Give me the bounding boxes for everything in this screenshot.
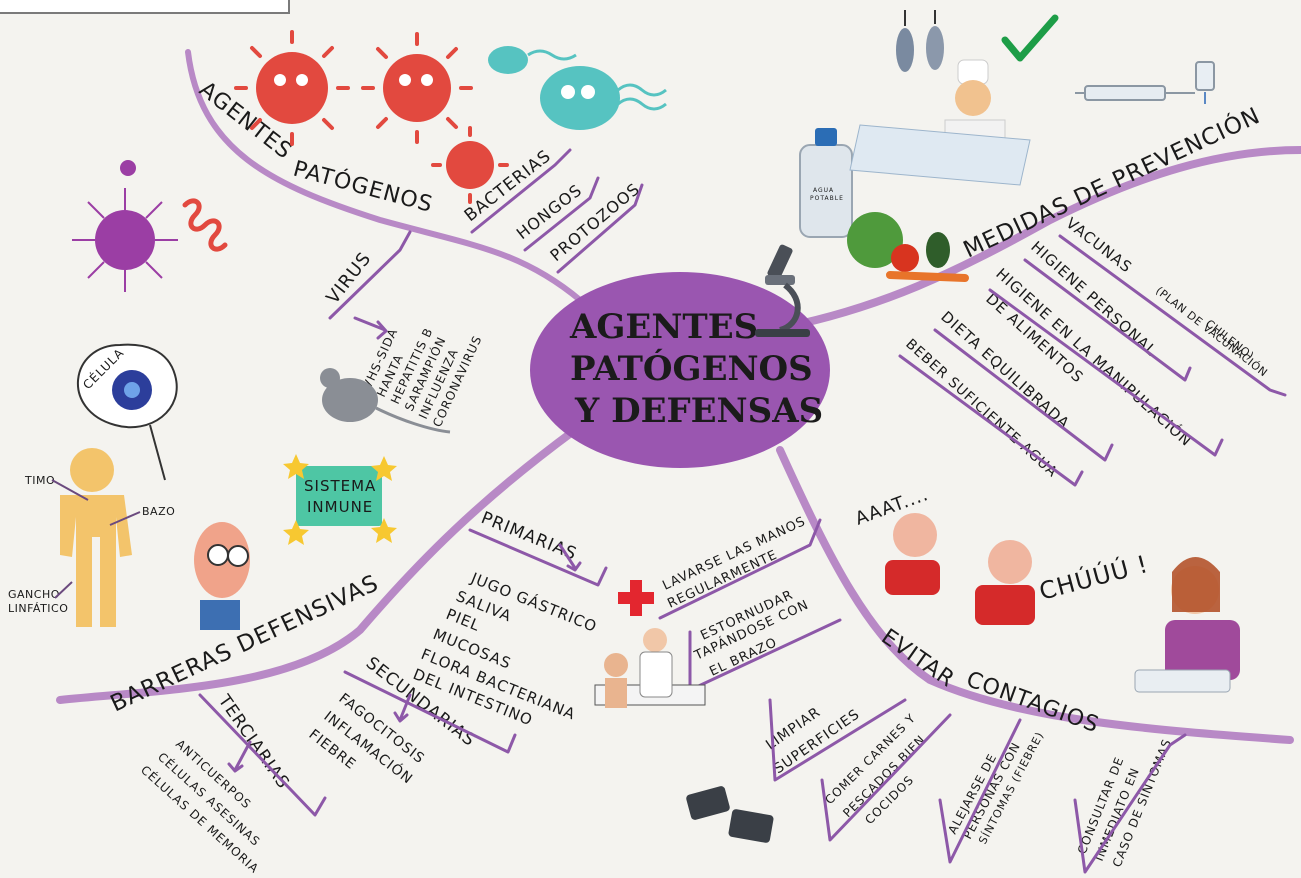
branch-barreras: [56, 426, 579, 704]
center-line-2: PATÓGENOS: [570, 348, 813, 389]
contagio-item-consultar: CONSULTAR DE INMEDIATO EN CASO DE SÍNTOM…: [1073, 733, 1187, 874]
sign-line-2: INMUNE: [307, 498, 373, 516]
hook-dieta: [933, 328, 1114, 462]
bazo-label: BAZO: [142, 505, 175, 518]
vegetables-icon: [847, 212, 969, 282]
sneezing-people: [885, 513, 1035, 625]
center-ellipse: [530, 272, 830, 468]
timo-label: TIMO: [24, 474, 55, 487]
checkmark-icon: [1001, 14, 1059, 62]
rat-icon: [320, 368, 451, 434]
body-icon: [60, 448, 132, 627]
corner-tab: [0, 0, 290, 14]
virus-icon: [72, 160, 228, 292]
hook-higiene: [1023, 258, 1192, 382]
arrow-secundarias: [393, 693, 412, 723]
hook-bacterias: [470, 148, 572, 234]
ganglio-label-2: LINFÁTICO: [8, 602, 68, 615]
branch-lines: [56, 49, 1301, 744]
contagios-title-part1: EVITAR: [877, 624, 960, 692]
branch-patogenos: [185, 49, 583, 303]
hook-protozoos: [556, 183, 644, 274]
syringe-icon: [1075, 85, 1195, 101]
center-line-1: AGENTES: [569, 307, 758, 347]
microscope-icon: [755, 244, 810, 337]
hook-hongos: [523, 176, 600, 252]
sneeze-chuuu: CHÚÚÚ !: [1036, 548, 1152, 606]
star-icon: [283, 454, 397, 545]
patogenos-title: PATÓGENOS: [290, 156, 435, 218]
sick-boy-figure: [194, 522, 250, 630]
washing-hands-person: [1134, 557, 1240, 693]
hook-primarias: [468, 528, 608, 587]
water-bottle-icon: AGUA POTABLE: [799, 128, 853, 238]
contagios-group: EVITAR CONTAGIOS LAVARSE LAS MANOS REGUL…: [594, 484, 1240, 874]
bottle-label-1: AGUA: [813, 187, 834, 194]
contagio-item-alejarse: ALEJARSE DE PERSONAS CON SÍNTOMAS (FIEBR…: [938, 718, 1047, 864]
branch-prevencion: [766, 146, 1301, 334]
contagio-item-estornudar: ESTORNUDAR TAPÁNDOSE CON EL BRAZO: [688, 588, 842, 692]
prev-vacunas-3: CHILENO): [1203, 317, 1256, 363]
hook-agua: [898, 354, 1084, 487]
arrow-primarias: [558, 543, 582, 572]
protozoa-icon: [488, 46, 667, 130]
first-aid-cross-icon: [618, 580, 654, 616]
center-line-3: Y DEFENSAS: [574, 391, 823, 431]
hook-manipulacion: [988, 288, 1224, 457]
hook-secundarias: [343, 670, 517, 754]
fish-icon: [896, 10, 944, 72]
cook-figure: [849, 59, 1031, 186]
sistema-inmune-sign: SISTEMA INMUNE: [283, 454, 397, 545]
center-node: AGENTES PATÓGENOS Y DEFENSAS: [530, 244, 830, 468]
vial-icon: [1195, 61, 1215, 104]
virus-examples: VHS-SIDA HANTA HEPATITIS B SARAMPIÓN INF…: [360, 325, 485, 429]
terciarias-item-3: CÉLULAS DE MEMORIA: [138, 762, 262, 876]
inmune-group: CÉLULA TIMO BAZO GANCHO LINFÁTICO SISTEM…: [8, 343, 397, 630]
ganglio-label-1: GANCHO: [8, 588, 60, 601]
cell-bubble: [77, 343, 178, 481]
bottle-label-2: POTABLE: [810, 195, 844, 202]
doctor-icon: [594, 628, 706, 708]
prevencion-group: MEDIDAS DE PREVENCIÓN VACUNAS (PLAN DE V…: [799, 10, 1287, 487]
branch-contagios: [776, 446, 1294, 744]
bacteria-icon: [234, 30, 509, 204]
hook-terciarias: [198, 693, 327, 817]
hook-vacunas: [1058, 234, 1287, 397]
sign-line-1: SISTEMA: [304, 477, 376, 495]
hook-virus: [328, 230, 412, 320]
phone-icon: [686, 786, 774, 843]
arrow-terciarias: [227, 740, 252, 773]
arrow-virus: [353, 316, 388, 340]
